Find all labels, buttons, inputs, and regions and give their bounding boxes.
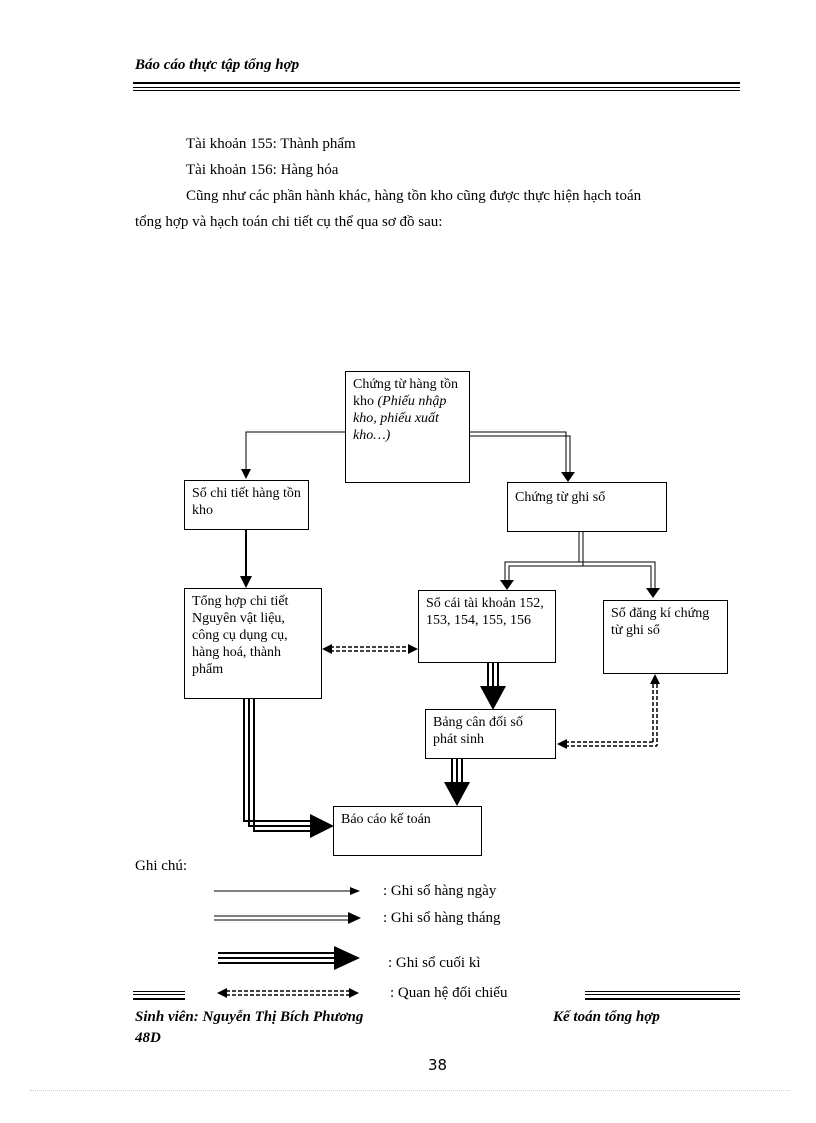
box-chung-tu-hang-ton-kho-note: (Phiếu nhập kho, phiếu xuất kho…) [353, 394, 447, 443]
connector-tong-hop-so-cai-compare [322, 644, 418, 654]
box-chung-tu-ghi-so: Chứng từ ghi sổ [507, 482, 667, 532]
connector-tong-hop-to-bao-cao [243, 698, 334, 838]
connector-htk-to-chung-tu-ghi-so [470, 431, 575, 482]
header-rule-thin [133, 87, 740, 88]
legend-label-compare: : Quan hệ đối chiếu [390, 985, 508, 1001]
legend-label-monthly: : Ghi sổ hàng tháng [383, 910, 501, 926]
legend-arrow-period-end [218, 946, 360, 970]
box-tong-hop-chi-tiet: Tổng hợp chi tiết Nguyên vật liệu, công … [184, 588, 322, 699]
footer-class: 48D [135, 1030, 161, 1046]
legend-label-period-end: : Ghi sổ cuối kì [388, 955, 481, 971]
connector-chung-tu-ghi-so-split [500, 532, 660, 598]
footer-rule-right-2 [585, 994, 740, 995]
body-line-4: tổng hợp và hạch toán chi tiết cụ thể qu… [135, 214, 443, 230]
footer-rule-right [585, 991, 740, 992]
box-chung-tu-hang-ton-kho: Chứng từ hàng tồn kho (Phiếu nhập kho, p… [345, 371, 470, 483]
footer-rule-left-2 [133, 994, 185, 995]
box-so-chi-tiet: Sổ chi tiết hàng tồn kho [184, 480, 309, 530]
footer-rule-left-3 [133, 998, 185, 1000]
footer-rule-left [133, 991, 185, 992]
page-bottom-dotted-edge [30, 1090, 790, 1091]
body-line-1: Tài khoản 155: Thành phẩm [186, 136, 356, 152]
box-bang-can-doi: Bảng cân đối số phát sinh [425, 709, 556, 759]
legend-arrow-compare [217, 988, 359, 998]
footer-department: Kế toán tổng hợp [553, 1009, 660, 1025]
legend-title: Ghi chú: [135, 858, 188, 874]
footer-student: Sinh viên: Nguyễn Thị Bích Phương [135, 1009, 364, 1025]
connector-so-chi-tiet-to-tong-hop [240, 530, 252, 588]
body-line-2: Tài khoản 156: Hàng hóa [186, 162, 339, 178]
footer-rule-right-3 [585, 998, 740, 1000]
box-chung-tu-hang-ton-kho-label: Chứng từ hàng tồn kho [353, 377, 459, 409]
box-so-cai: Sổ cái tài khoản 152, 153, 154, 155, 156 [418, 590, 556, 663]
legend-label-daily: : Ghi sổ hàng ngày [383, 883, 497, 899]
header-rule-thin-2 [133, 90, 740, 91]
legend-arrow-daily [214, 887, 360, 895]
header-rule [133, 82, 740, 84]
box-so-dang-ki: Sổ đăng kí chứng từ ghi sổ [603, 600, 728, 674]
body-line-3: Cũng như các phần hành khác, hàng tồn kh… [186, 188, 642, 204]
legend-arrow-monthly [214, 912, 361, 924]
box-bao-cao-ke-toan: Báo cáo kế toán [333, 806, 482, 856]
connector-so-cai-to-bang-can-doi [480, 662, 506, 710]
header-title: Báo cáo thực tập tổng hợp [135, 57, 300, 73]
connector-so-dang-ki-bang-can-doi-compare [557, 674, 660, 749]
connector-htk-to-so-chi-tiet [241, 431, 345, 479]
connector-bang-can-doi-to-bao-cao [444, 758, 470, 806]
page-number: 38 [428, 1056, 448, 1074]
